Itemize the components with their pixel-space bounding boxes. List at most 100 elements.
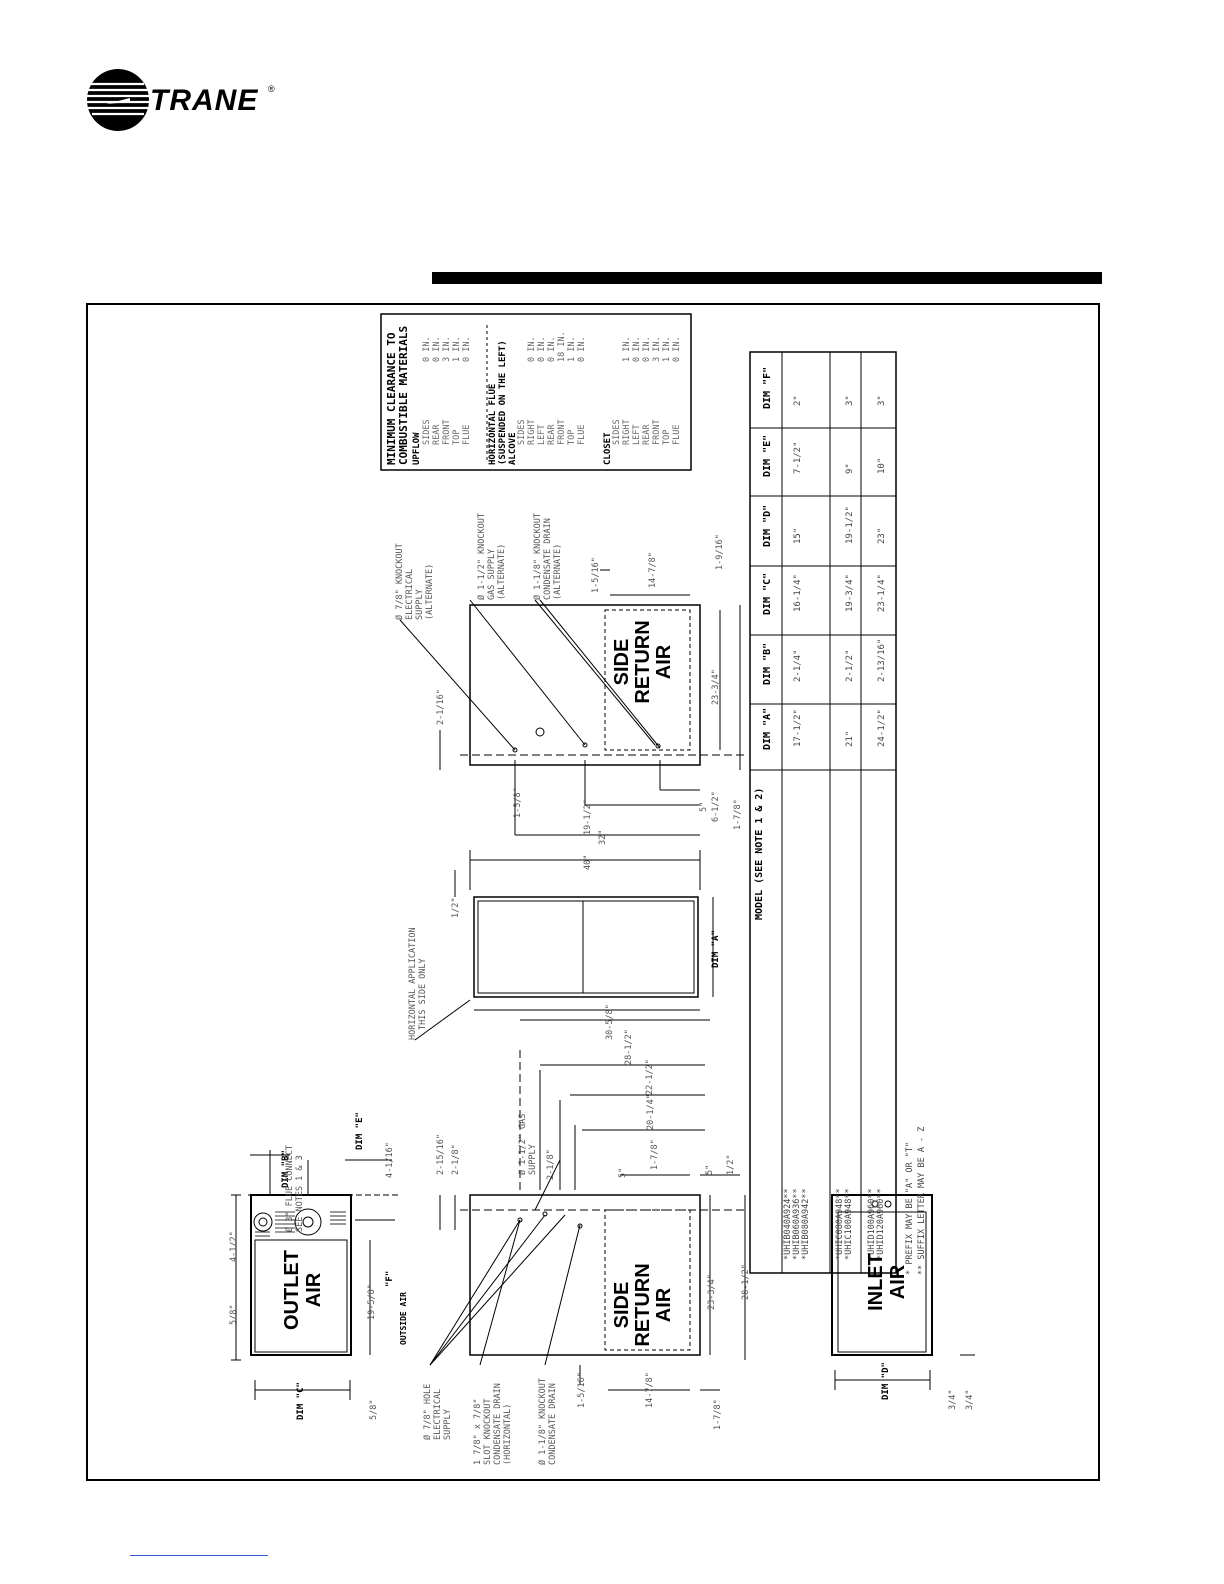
dim-value: 28-1/2": [741, 1264, 751, 1300]
clearance-item-value: 1 IN.: [452, 336, 462, 362]
alcove-heading: ALCOVE: [508, 432, 518, 465]
dim-value: 32": [598, 830, 608, 845]
clearance-item-label: LEFT: [632, 425, 642, 445]
gas-supply-note: Ø 1-1/2" GAS: [517, 1114, 528, 1175]
electrical-hole-note-2: ELECTRICAL: [433, 1389, 443, 1440]
note-suffix: ** SUFFIX LETTER MAY BE A - Z: [917, 1127, 927, 1275]
clearance-item-value: 0 IN.: [577, 336, 587, 362]
table-model: *UHIC100A948**: [844, 1188, 854, 1260]
outlet-air-label-2: AIR: [303, 1272, 325, 1307]
clearance-item-label: FLUE: [672, 425, 682, 445]
clearance-item-label: TOP: [567, 430, 577, 445]
dim-d-label: DIM "D": [881, 1362, 891, 1400]
dim-value: 2-15/16": [436, 1134, 446, 1175]
flue-connect-note: Ø 3" FLUE CONNECT: [284, 1145, 295, 1232]
dimension-drawing: MINIMUM CLEARANCE TO COMBUSTIBLE MATERIA…: [229, 313, 975, 1465]
clearance-item-label: SIDES: [517, 419, 527, 445]
dim-value: 1-9/16": [715, 534, 725, 570]
clearance-item-label: RIGHT: [622, 419, 632, 445]
clearance-item-label: SIDES: [422, 419, 432, 445]
dim-value: 2-1/8": [451, 1144, 461, 1175]
clearance-item-label: REAR: [642, 424, 652, 445]
slot-knockout-note-3: CONDENSATE DRAIN: [493, 1383, 503, 1465]
bottom-view-outline: [831, 1194, 933, 1356]
dim-value: 5": [618, 1168, 628, 1178]
dim-value: 28-1/2": [624, 1029, 634, 1065]
dim-a-label: DIM "A": [711, 930, 721, 968]
dim-value: 40": [583, 855, 593, 870]
horizontal-flue-subheading: (SUSPENDED ON THE LEFT): [498, 340, 508, 465]
dim-value: 20-1/4": [646, 1094, 656, 1130]
side-return-label-left: SIDE: [611, 1282, 633, 1329]
clearance-item-value: 0 IN.: [422, 336, 432, 362]
dim-value: 3/4": [948, 1390, 958, 1410]
side-return-label-right-2: RETURN: [632, 620, 654, 703]
dim-value: 2-1/8": [546, 1149, 556, 1180]
alt-electrical-note: Ø 7/8" KNOCKOUT: [394, 543, 405, 620]
dim-value: 1-5/16": [591, 557, 601, 593]
table-cell: 2-13/16": [877, 639, 887, 682]
table-cell: 3": [845, 395, 855, 406]
clearance-item-label: REAR: [432, 424, 442, 445]
alt-gas-note-3: (ALTERNATE): [497, 544, 507, 600]
table-model: *UHIB060A936**: [792, 1188, 802, 1260]
clearance-item-label: FLUE: [462, 425, 472, 445]
dim-c-label: DIM "C": [296, 1382, 306, 1420]
table-cell: 15": [793, 528, 803, 544]
flue-connect-note-2: SEE NOTES 1 & 3: [295, 1155, 305, 1232]
clearance-item-label: FRONT: [442, 419, 452, 445]
clearance-item-label: TOP: [662, 430, 672, 445]
condensate-knockout-note: Ø 1-1/8" KNOCKOUT: [537, 1378, 548, 1465]
table-model: *UHIC080A948**: [835, 1188, 845, 1260]
registered-mark: ®: [268, 84, 275, 94]
trane-logo: [86, 68, 286, 132]
dim-value: 1/2": [451, 898, 461, 918]
outside-air-label: OUTSIDE AIR: [399, 1292, 408, 1345]
dim-value: 1-7/8": [713, 1399, 723, 1430]
side-return-label-left-2: RETURN: [632, 1263, 654, 1346]
table-cell: 2": [793, 395, 803, 406]
dim-value: 5/8": [369, 1400, 379, 1420]
table-header: DIM "A": [762, 708, 773, 750]
clearance-item-value: 0 IN.: [642, 336, 652, 362]
dim-e-label: DIM "E": [355, 1112, 365, 1150]
alt-condensate-note-3: (ALTERNATE): [553, 544, 563, 600]
dim-value: 1-7/8": [733, 799, 743, 830]
clearance-item-label: FLUE: [577, 425, 587, 445]
table-header: DIM "E": [762, 435, 773, 477]
dim-value: 23-3/4": [711, 669, 721, 705]
table-cell: 16-1/4": [793, 574, 803, 612]
horizontal-application-note: HORIZONTAL APPLICATION: [408, 927, 418, 1040]
dim-value: 1-7/8": [650, 1139, 660, 1170]
table-header: DIM "B": [762, 643, 773, 685]
horizontal-flue-heading: HORIZONTAL FLUE: [488, 384, 498, 465]
dim-value: 4-1/2": [229, 1231, 239, 1262]
dim-value: 4-1/16": [385, 1142, 395, 1178]
table-cell: 17-1/2": [793, 709, 803, 747]
slot-knockout-note-4: (HORIZONTAL): [503, 1404, 513, 1465]
dim-value: 19-5/8": [367, 1284, 377, 1320]
clearance-box: [380, 313, 692, 471]
slot-knockout-note-2: SLOT KNOCKOUT: [483, 1398, 493, 1465]
horizontal-application-note-2: THIS SIDE ONLY: [418, 958, 428, 1030]
clearance-text: MINIMUM CLEARANCE TO COMBUSTIBLE MATERIA…: [385, 326, 613, 465]
dim-value: 22-1/2": [645, 1059, 655, 1095]
dim-value: 14-7/8": [645, 1372, 655, 1408]
alt-condensate-note-2: CONDENSATE DRAIN: [543, 518, 553, 600]
clearance-item-label: RIGHT: [527, 419, 537, 445]
table-cell: 9": [845, 463, 855, 474]
upflow-heading: UPFLOW: [412, 432, 422, 465]
table-cell: 3": [877, 395, 887, 406]
table-header: DIM "F": [762, 367, 773, 409]
inlet-air-label: INLET: [865, 1253, 887, 1311]
dim-b-label: DIM "B": [281, 1150, 291, 1188]
dim-value: 14-7/8": [648, 552, 658, 588]
table-cell: 21": [845, 731, 855, 747]
side-return-label-left-3: AIR: [653, 1287, 675, 1322]
table-header: DIM "C": [762, 573, 773, 615]
dim-value: 23-3/4": [707, 1274, 717, 1310]
clearance-item-value: 0 IN.: [547, 336, 557, 362]
dim-value: 1/2": [726, 1155, 736, 1175]
dim-value: 1-5/16": [577, 1372, 587, 1408]
clearance-item-value: 0 IN.: [432, 336, 442, 362]
